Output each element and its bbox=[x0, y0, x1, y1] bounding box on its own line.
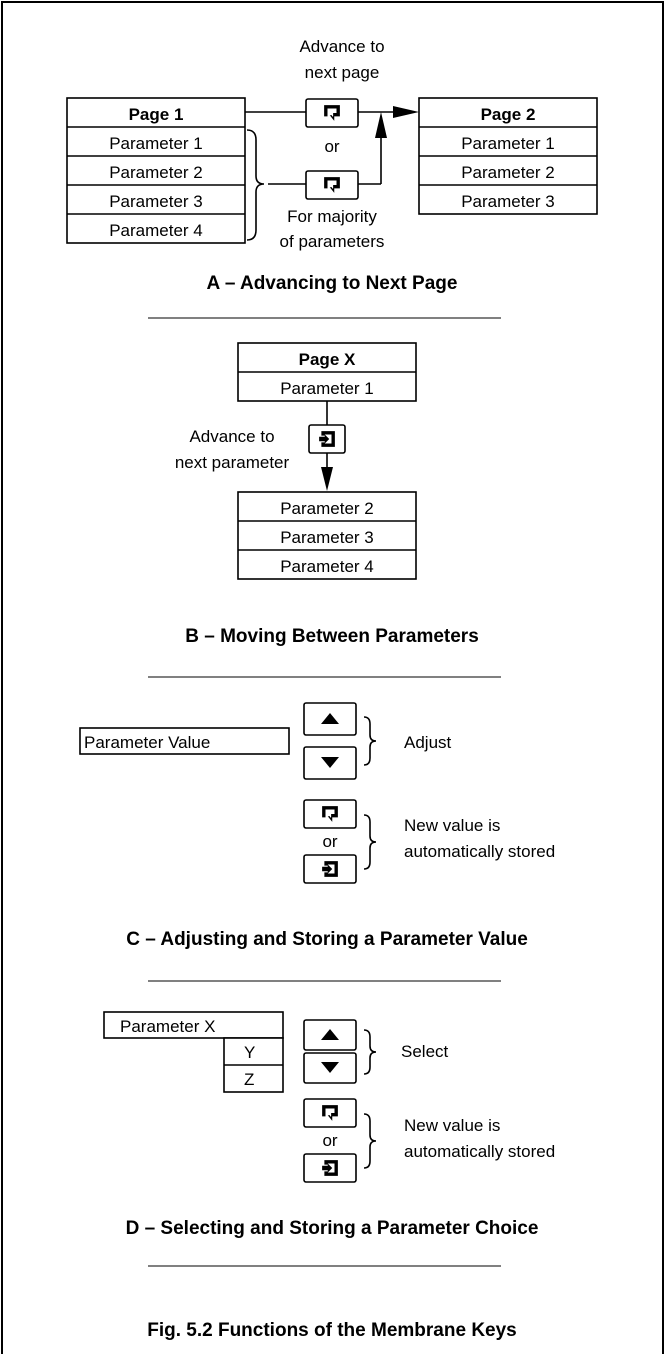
page-key-icon[interactable] bbox=[303, 799, 357, 829]
or-label-a: or bbox=[324, 137, 339, 156]
caption-b: B – Moving Between Parameters bbox=[185, 626, 479, 647]
page2-param-1: Parameter 1 bbox=[461, 134, 555, 153]
arrow-up-to-path bbox=[375, 112, 387, 138]
page1-param-2: Parameter 2 bbox=[109, 163, 203, 182]
parameter-value-box bbox=[79, 727, 290, 755]
scroll-key-icon[interactable] bbox=[303, 854, 357, 884]
pagex-title: Page X bbox=[299, 350, 356, 369]
page1-param-3: Parameter 3 bbox=[109, 192, 203, 211]
bracket-stored-c bbox=[363, 814, 377, 870]
page2-title: Page 2 bbox=[481, 105, 536, 124]
stored-label-c-1: New value is bbox=[404, 816, 500, 835]
page2-param-2: Parameter 2 bbox=[461, 163, 555, 182]
pagex-param-1: Parameter 1 bbox=[280, 379, 374, 398]
caption-c: C – Adjusting and Storing a Parameter Va… bbox=[126, 929, 528, 950]
parameter-x-text: Parameter X bbox=[120, 1017, 215, 1036]
param-3: Parameter 3 bbox=[280, 528, 374, 547]
section-c: Parameter Value Adjust or New value is a… bbox=[79, 702, 555, 982]
scroll-key-icon[interactable] bbox=[308, 424, 346, 454]
stored-label-c-2: automatically stored bbox=[404, 842, 555, 861]
parameter-x-box bbox=[103, 1011, 284, 1039]
arrow-down-to-params bbox=[321, 467, 333, 491]
majority-label-1: For majority bbox=[287, 207, 377, 226]
page-key-icon[interactable] bbox=[303, 1098, 357, 1128]
adjust-label: Adjust bbox=[404, 733, 452, 752]
figure-caption: Fig. 5.2 Functions of the Membrane Keys bbox=[147, 1320, 517, 1341]
select-label: Select bbox=[401, 1042, 449, 1061]
advance-to-next-parameter-label-1: Advance to bbox=[189, 427, 274, 446]
stored-label-d-2: automatically stored bbox=[404, 1142, 555, 1161]
page1-table: Page 1 Parameter 1 Parameter 2 Parameter… bbox=[66, 97, 246, 244]
down-arrow-key-icon[interactable] bbox=[303, 1052, 357, 1084]
bracket-stored-d bbox=[363, 1113, 377, 1169]
parameter-value-text: Parameter Value bbox=[84, 733, 210, 752]
down-arrow-key-icon[interactable] bbox=[303, 746, 357, 780]
page1-param-4: Parameter 4 bbox=[109, 221, 203, 240]
or-label-c: or bbox=[322, 832, 337, 851]
up-arrow-key-icon[interactable] bbox=[303, 702, 357, 736]
param-4: Parameter 4 bbox=[280, 557, 374, 576]
advance-to-next-page-label-1: Advance to bbox=[299, 37, 384, 56]
caption-a: A – Advancing to Next Page bbox=[207, 273, 458, 294]
page-key-icon[interactable] bbox=[305, 170, 359, 200]
section-d: Parameter X Y Z Select or New value is a… bbox=[103, 1011, 555, 1267]
bracket-adjust bbox=[363, 716, 377, 766]
page1-param-1: Parameter 1 bbox=[109, 134, 203, 153]
bracket-select bbox=[363, 1029, 377, 1075]
page1-title: Page 1 bbox=[129, 105, 184, 124]
scroll-key-icon[interactable] bbox=[303, 1153, 357, 1183]
page-key-icon[interactable] bbox=[305, 98, 359, 128]
params-table: Parameter 2 Parameter 3 Parameter 4 bbox=[237, 491, 417, 580]
arrow-to-page2 bbox=[393, 106, 419, 118]
majority-label-2: of parameters bbox=[280, 232, 385, 251]
stored-label-d-1: New value is bbox=[404, 1116, 500, 1135]
advance-to-next-page-label-2: next page bbox=[305, 63, 380, 82]
section-a: Advance to next page Page 1 Parameter 1 … bbox=[66, 37, 598, 319]
page2-table: Page 2 Parameter 1 Parameter 2 Parameter… bbox=[418, 97, 598, 215]
section-b: Page X Parameter 1 Advance to next param… bbox=[148, 342, 501, 678]
page2-param-3: Parameter 3 bbox=[461, 192, 555, 211]
choice-z: Z bbox=[244, 1070, 254, 1089]
param-2: Parameter 2 bbox=[280, 499, 374, 518]
choice-y: Y bbox=[244, 1043, 255, 1062]
caption-d: D – Selecting and Storing a Parameter Ch… bbox=[126, 1218, 539, 1239]
or-label-d: or bbox=[322, 1131, 337, 1150]
up-arrow-key-icon[interactable] bbox=[303, 1019, 357, 1051]
pagex-table: Page X Parameter 1 bbox=[237, 342, 417, 402]
advance-to-next-parameter-label-2: next parameter bbox=[175, 453, 290, 472]
